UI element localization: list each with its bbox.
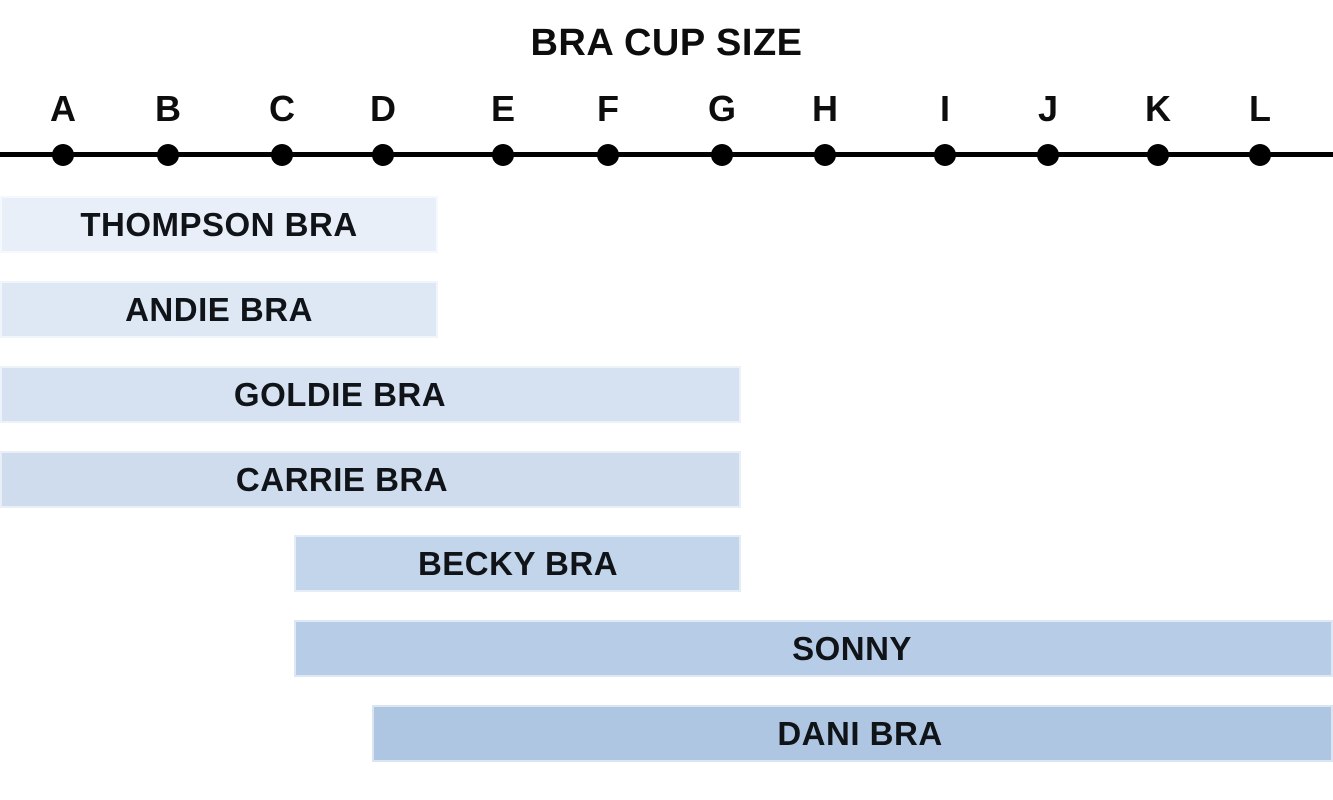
axis-tick-label-l: L [1249, 88, 1271, 129]
axis-tick-dot-c [271, 143, 293, 166]
axis-tick-label-h: H [812, 88, 838, 129]
range-bar-andie-bra: ANDIE BRA [0, 281, 438, 338]
axis-tick-dot-d [372, 143, 394, 166]
range-bar-goldie-bra: GOLDIE BRA [0, 366, 741, 423]
axis-tick-dot-j [1037, 143, 1059, 166]
axis-tick-dot-b [157, 143, 179, 166]
axis-tick-label-d: D [370, 88, 396, 129]
range-bar-label: BECKY BRA [417, 544, 619, 582]
axis-tick-label-k: K [1145, 88, 1171, 129]
axis-tick-label-e: E [490, 88, 516, 129]
axis-tick-label-g: G [707, 88, 737, 129]
axis-tick-dot-g [711, 143, 733, 166]
range-bar-sonny: SONNY [294, 620, 1333, 677]
range-bar-label: DANI BRA [777, 714, 943, 752]
axis-tick-label-b: B [155, 88, 181, 129]
range-bar-dani-bra: DANI BRA [372, 705, 1333, 762]
range-bar-carrie-bra: CARRIE BRA [0, 451, 741, 508]
range-bar-thompson-bra: THOMPSON BRA [0, 196, 438, 253]
range-bar-label: CARRIE BRA [235, 460, 449, 498]
axis-tick-label-c: C [269, 88, 295, 129]
axis-tick-label-a: A [50, 88, 76, 129]
axis-line [0, 152, 1333, 157]
axis-tick-dot-f [597, 143, 619, 166]
axis-tick-dot-i [934, 143, 956, 166]
axis-tick-dot-h [814, 143, 836, 166]
range-bar-label: ANDIE BRA [125, 290, 313, 328]
axis-tick-label-f: F [597, 88, 619, 129]
axis-tick-dot-e [492, 143, 514, 166]
range-bar-label: SONNY [792, 629, 912, 667]
range-bar-label: THOMPSON BRA [80, 205, 358, 243]
range-bar-becky-bra: BECKY BRA [294, 535, 741, 592]
range-bar-label: GOLDIE BRA [233, 375, 447, 413]
axis-tick-dot-a [52, 143, 74, 166]
axis-tick-dot-l [1249, 143, 1271, 166]
axis-tick-dot-k [1147, 143, 1169, 166]
chart-title: BRA CUP SIZE [530, 22, 803, 64]
axis-tick-label-j: J [1037, 88, 1059, 129]
axis-tick-label-i: I [939, 88, 951, 129]
